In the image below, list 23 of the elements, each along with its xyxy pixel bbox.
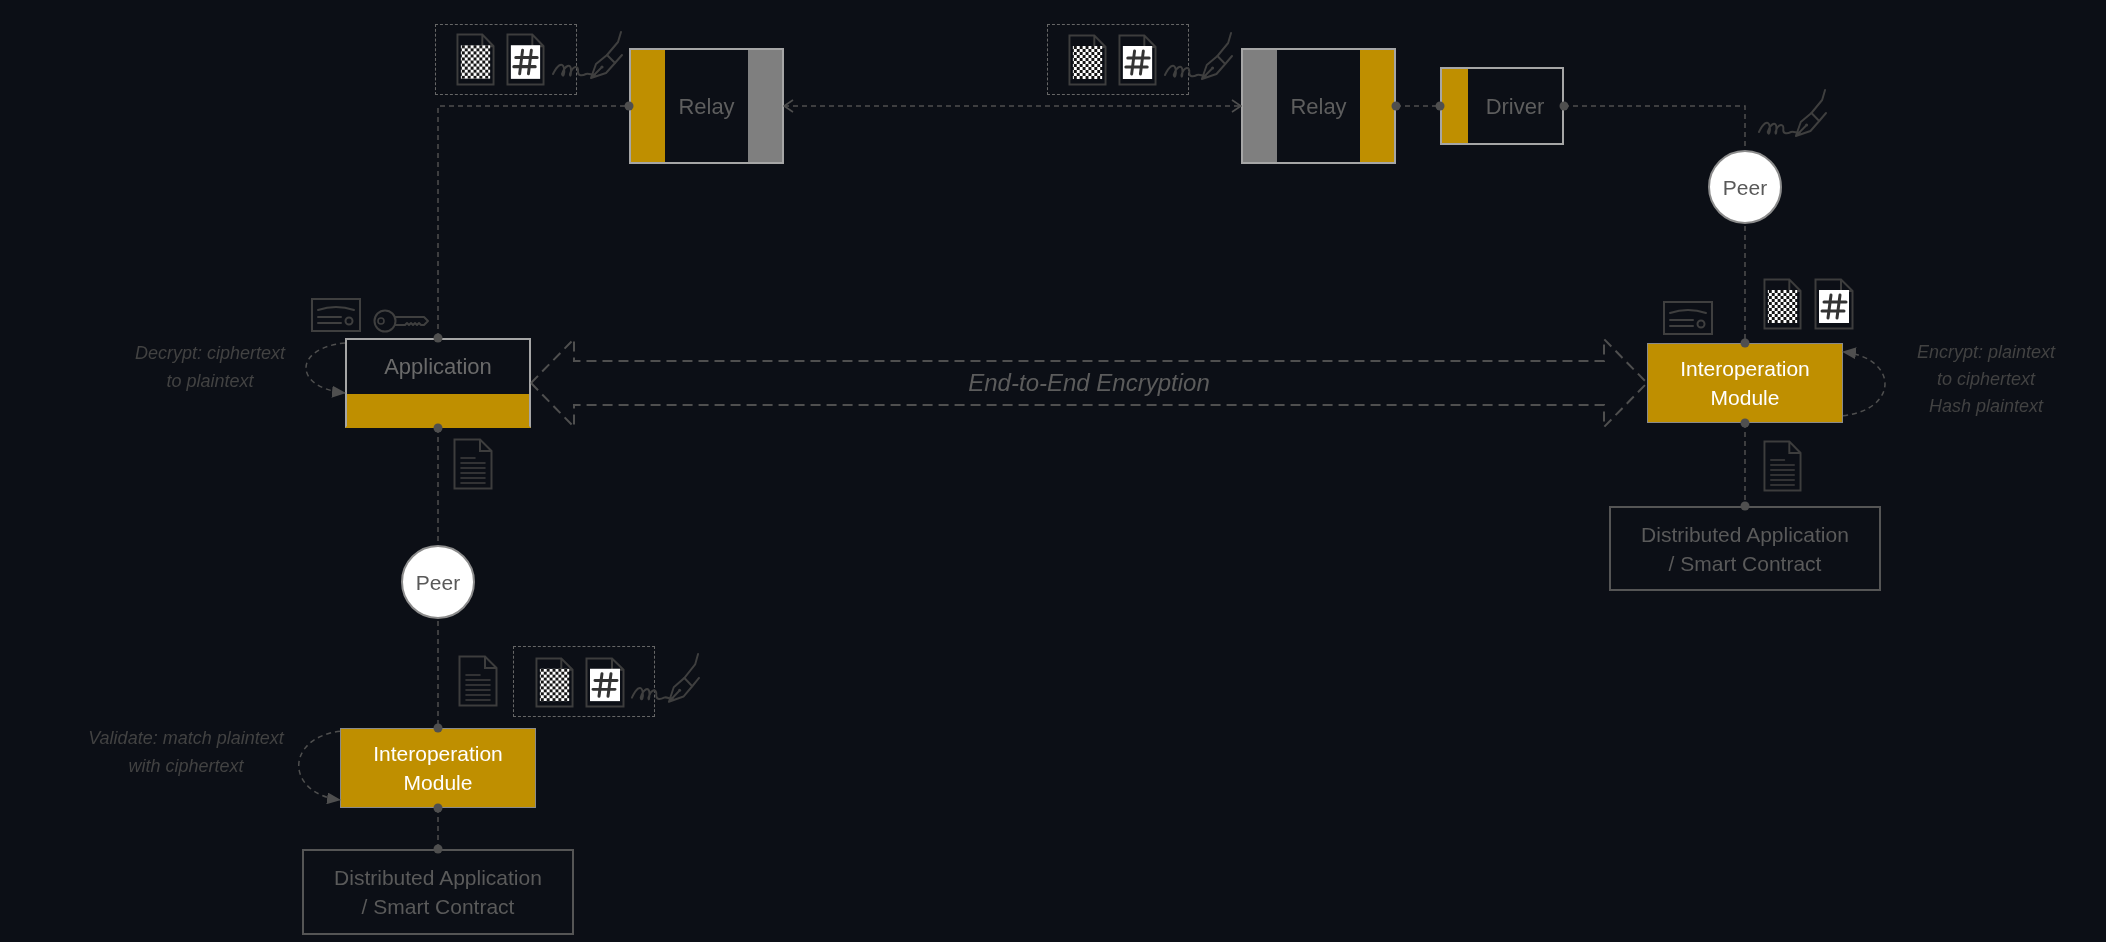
dashed-connector	[433, 803, 443, 854]
driver-box: Driver	[1440, 67, 1564, 145]
application-box: Application	[345, 338, 531, 428]
dashed-connector	[1740, 418, 1750, 511]
peer-circle: Peer	[401, 545, 475, 619]
dashed-arrow	[783, 99, 1242, 113]
module-box: Interoperation Module	[1647, 343, 1843, 423]
dashed-connector	[1740, 225, 1750, 348]
contract-box: Distributed Application / Smart Contract	[302, 849, 574, 935]
dashed-connector	[433, 620, 443, 733]
dashed-connector	[1559, 101, 1746, 149]
relay-box: Relay	[629, 48, 784, 164]
relay-box: Relay	[1241, 48, 1396, 164]
loop-arrow	[305, 342, 346, 397]
loop-arrow	[1842, 348, 1886, 417]
peer-circle: Peer	[1708, 150, 1782, 224]
dashed-connector	[433, 101, 634, 343]
dashed-connector	[433, 423, 443, 544]
module-box: Interoperation Module	[340, 728, 536, 808]
contract-box: Distributed Application / Smart Contract	[1609, 506, 1881, 591]
loop-arrow	[298, 730, 341, 804]
dashed-connector	[1391, 101, 1445, 111]
edge-label: End-to-End Encryption	[968, 368, 1210, 398]
